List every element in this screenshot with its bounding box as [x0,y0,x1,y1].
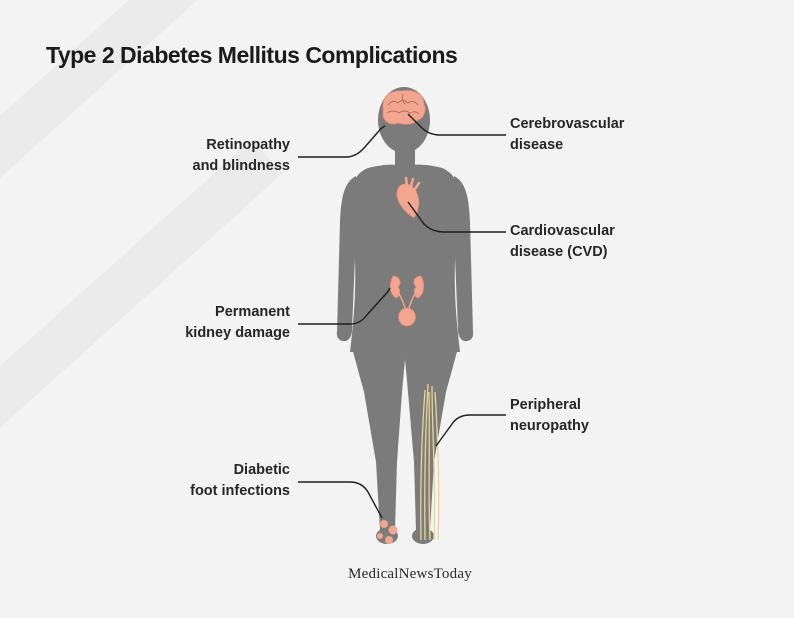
leader-line-retinopathy [298,126,385,157]
label-kidney: Permanent kidney damage [185,302,290,344]
leader-line-foot [298,482,382,518]
leader-line-neuropathy [436,415,506,446]
label-cardiovascular: Cardiovascular disease (CVD) [510,221,615,263]
label-cerebrovascular: Cerebrovascular disease [510,114,624,156]
label-retinopathy: Retinopathy and blindness [193,135,291,177]
brand-credit: MedicalNewsToday [320,566,500,583]
label-neuropathy: Peripheral neuropathy [510,395,589,437]
brain-icon [383,91,425,125]
label-foot: Diabetic foot infections [190,460,290,502]
